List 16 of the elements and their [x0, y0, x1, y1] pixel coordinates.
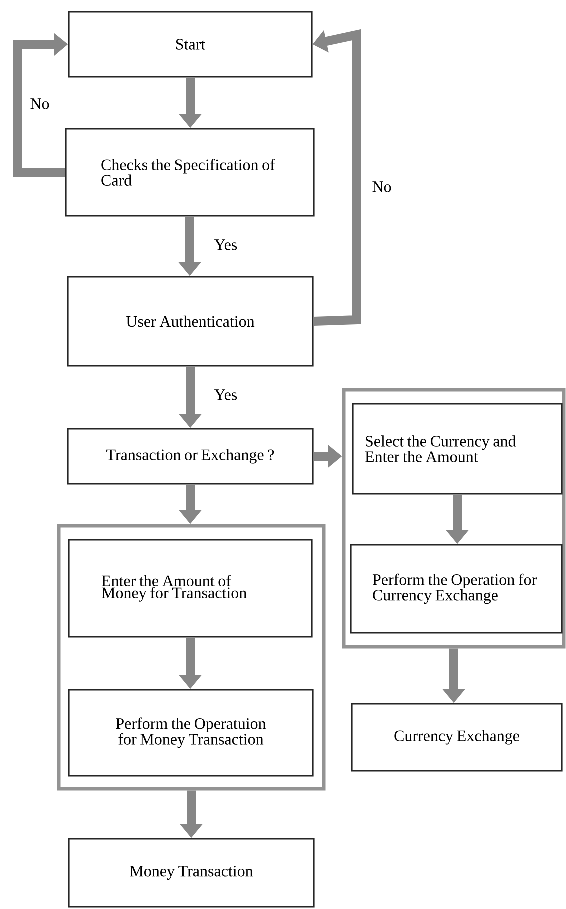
- process-box: Checks the Specification of Card: [65, 128, 315, 217]
- edge-label: Yes: [213, 388, 239, 402]
- group-box: [57, 524, 326, 791]
- process-box: Perform the Operation for Currency Exchange: [350, 544, 563, 634]
- process-box: Currency Exchange: [351, 703, 563, 772]
- edge-label: No: [29, 98, 51, 110]
- process-box: User Authentication: [67, 276, 314, 367]
- process-box: Money Transaction: [68, 838, 315, 908]
- edge-label: Yes: [213, 238, 239, 252]
- process-box: Transaction or Exchange ?: [67, 428, 314, 485]
- process-box: Perform the Operatuion for Money Transaction: [68, 689, 314, 777]
- group-box: [342, 388, 566, 649]
- edge-label: No: [371, 180, 393, 194]
- process-box: Enter the Amount of Money for Transaction: [68, 539, 313, 638]
- process-box: Start: [68, 11, 313, 78]
- process-box: Select the Currency and Enter the Amount: [352, 403, 563, 495]
